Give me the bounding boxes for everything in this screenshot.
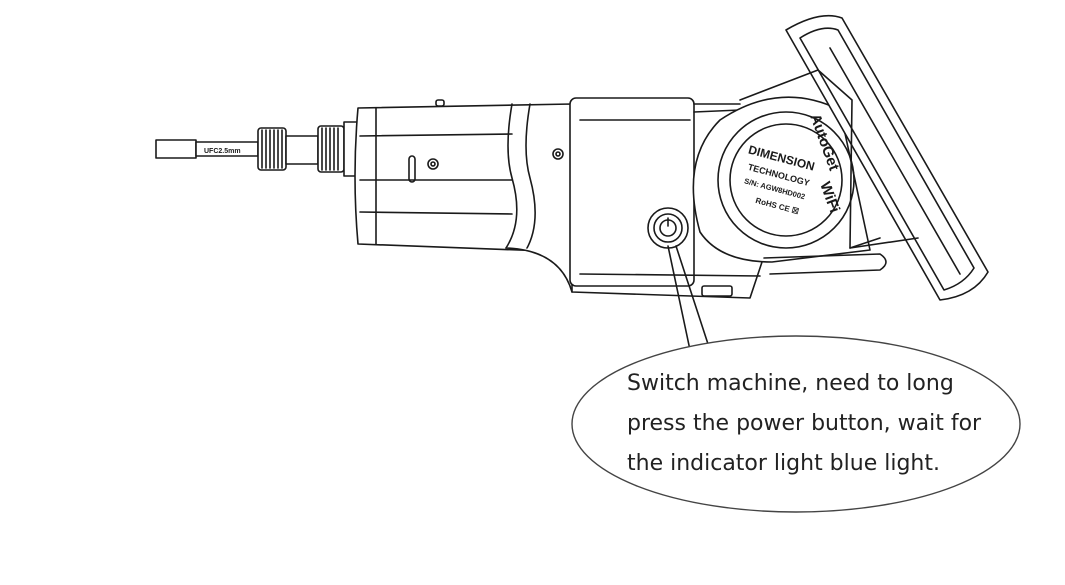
callout-line-2: press the power button, wait for — [627, 411, 982, 436]
knurled-collar-rear — [317, 121, 359, 177]
power-button[interactable] — [647, 207, 689, 249]
callout-line-1: Switch machine, need to long — [627, 371, 954, 396]
motor-barrel — [354, 99, 573, 253]
screen-bracket — [739, 69, 919, 275]
callout-bubble — [571, 335, 1021, 513]
callout-line-3: the indicator light blue light. — [627, 451, 940, 476]
label-disk — [692, 96, 871, 263]
callout-pointer — [667, 245, 709, 351]
bit-marking: UFC2.5mm — [204, 148, 241, 155]
knurled-collar-front — [257, 127, 319, 171]
